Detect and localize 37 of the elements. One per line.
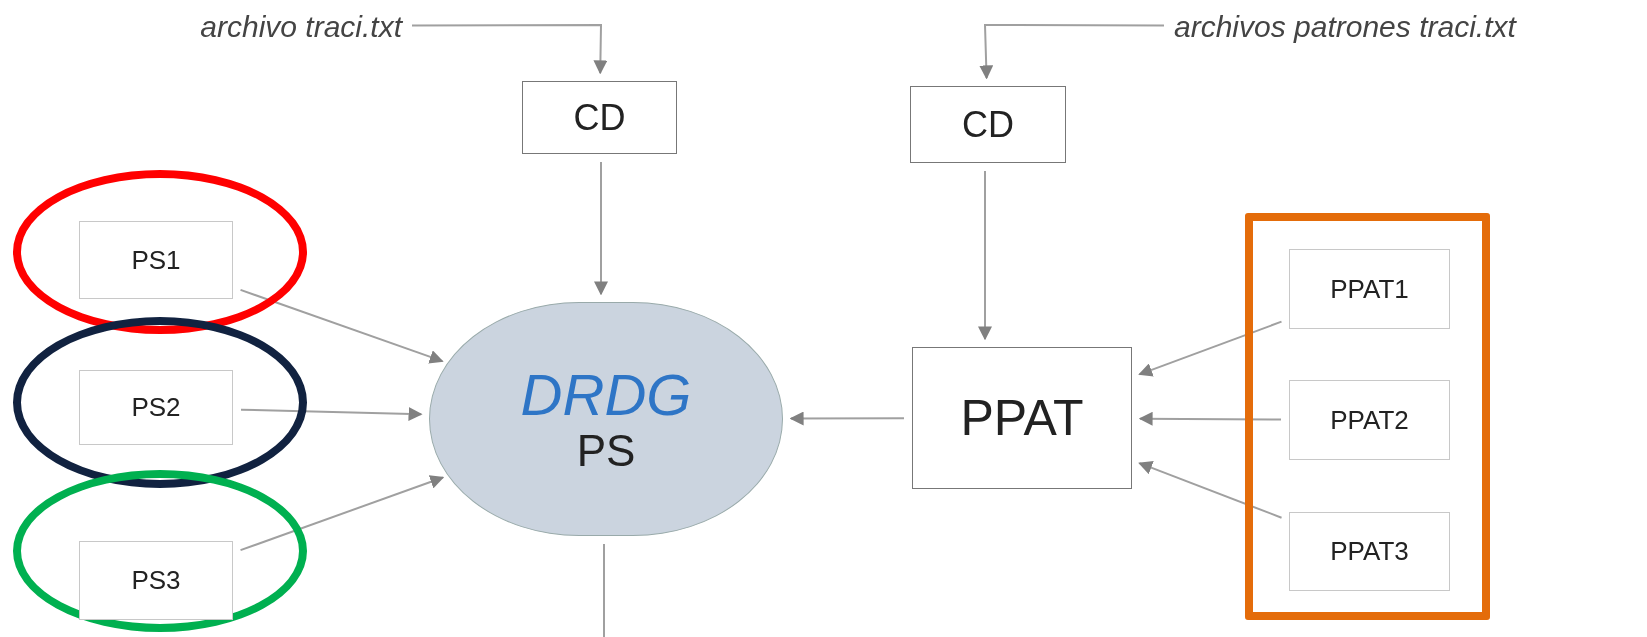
process-box <box>1289 249 1450 329</box>
process-box <box>79 541 233 620</box>
box-label: PPAT <box>960 390 1084 446</box>
box-label: PPAT1 <box>1330 274 1409 304</box>
highlight-ellipse <box>13 470 307 632</box>
arrow <box>239 288 444 364</box>
arrow <box>789 411 905 426</box>
file-name-text: archivo traci.txt <box>200 9 402 43</box>
box-label: PS3 <box>131 566 181 595</box>
highlight-ellipse <box>13 317 307 488</box>
arrow <box>979 24 1165 80</box>
file-name-text: archivos patrones traci.txt <box>1174 9 1516 43</box>
arrow <box>240 406 423 421</box>
box-label: PPAT3 <box>1330 537 1409 566</box>
arrow <box>411 24 608 75</box>
process-box <box>912 347 1132 489</box>
arrow <box>239 475 445 552</box>
title-text: DRDG <box>520 362 692 427</box>
highlight-frame <box>1245 213 1490 620</box>
arrow <box>1138 461 1283 519</box>
process-box <box>910 86 1066 163</box>
highlight-ellipse <box>13 170 307 334</box>
process-box <box>522 81 677 154</box>
box-label: PPAT2 <box>1330 405 1409 435</box>
box-label: PS2 <box>131 393 181 422</box>
box-label: CD <box>573 97 626 138</box>
box-label: PS1 <box>131 245 181 275</box>
box-label: CD <box>962 104 1014 145</box>
arrow <box>594 161 608 296</box>
arrow <box>1138 411 1282 426</box>
subtitle-text: PS <box>576 426 636 476</box>
process-box <box>79 370 233 445</box>
arrow <box>1138 320 1283 377</box>
process-box <box>1289 512 1450 591</box>
process-box <box>79 221 233 299</box>
arrow <box>978 170 992 341</box>
process-box <box>1289 380 1450 460</box>
